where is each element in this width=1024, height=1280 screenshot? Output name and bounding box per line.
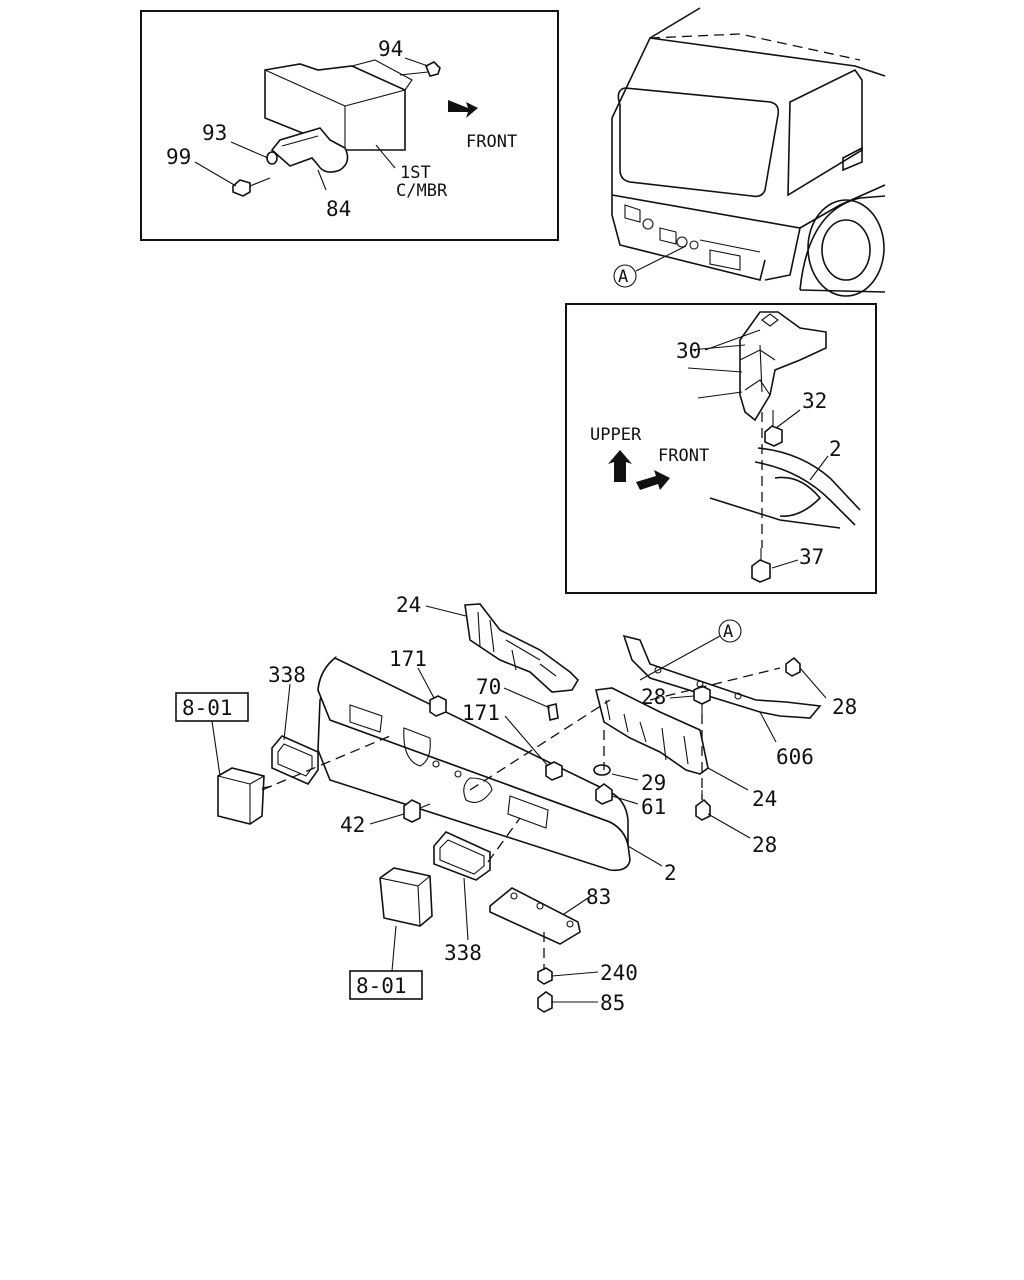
crossmember-1st <box>264 63 406 151</box>
detail-bracket-frame <box>565 303 877 594</box>
label-606: 606 <box>776 745 814 769</box>
label-c-mbr: C/MBR <box>396 181 448 201</box>
upper-arrow-icon <box>608 450 632 482</box>
ref-box-8-01-lower <box>349 970 423 1000</box>
nut-171-a <box>429 695 447 717</box>
washer-93 <box>266 151 278 165</box>
bolt-37 <box>751 559 771 583</box>
label-28-b: 28 <box>832 695 857 719</box>
cover-83 <box>489 887 581 945</box>
clip-70 <box>547 703 559 721</box>
label-338-upper: 338 <box>268 663 306 687</box>
ref-a-label-main: A <box>723 622 733 642</box>
label-24-right: 24 <box>752 787 777 811</box>
bumper-stay-24-left <box>464 603 580 693</box>
label-94: 94 <box>378 37 403 61</box>
label-upper: UPPER <box>590 425 642 445</box>
label-70: 70 <box>476 675 501 699</box>
label-30: 30 <box>676 339 701 363</box>
truck-front-view: A <box>611 7 886 297</box>
label-85: 85 <box>600 991 625 1015</box>
bolt-99 <box>232 179 251 197</box>
nut-171-b <box>545 761 563 781</box>
label-42: 42 <box>340 813 365 837</box>
front-arrow-icon-2 <box>636 470 670 490</box>
detail-tow-hook-frame <box>140 10 559 241</box>
label-2-detail: 2 <box>829 437 842 461</box>
label-83: 83 <box>586 885 611 909</box>
main-exploded-view: 8-01 8-01 A 24 171 338 70 171 28 28 <box>175 593 857 1015</box>
front-bumper-top <box>317 657 629 846</box>
bracket-30 <box>739 311 827 422</box>
lamp-8-01-lower <box>379 867 433 927</box>
bolt-28-b <box>785 656 801 677</box>
bumper-stay-24-right <box>595 687 709 775</box>
label-1st: 1ST <box>400 163 431 183</box>
bolt-28-a <box>693 685 711 705</box>
ref-box-8-01-upper <box>175 692 249 722</box>
label-29: 29 <box>641 771 666 795</box>
front-arrow-icon <box>448 100 478 118</box>
label-front-2: FRONT <box>658 446 709 466</box>
clip-240 <box>537 967 553 985</box>
ref-8-01-lower: 8-01 <box>356 974 407 998</box>
ref-a-circle-main <box>718 619 742 643</box>
label-37: 37 <box>799 545 824 569</box>
label-28-a: 28 <box>641 685 666 709</box>
bolt-61 <box>595 783 613 805</box>
label-28-c: 28 <box>752 833 777 857</box>
label-171-a: 171 <box>389 647 427 671</box>
label-171-b: 171 <box>462 701 500 725</box>
bezel-338-lower <box>433 831 491 881</box>
label-99: 99 <box>166 145 191 169</box>
label-240: 240 <box>600 961 638 985</box>
ref-a-label: A <box>618 267 628 287</box>
label-84: 84 <box>326 197 351 221</box>
label-24-left: 24 <box>396 593 421 617</box>
detail-tow-hook: 94 93 99 84 FRONT 1ST C/MBR <box>140 10 559 241</box>
tow-hook-84 <box>270 127 349 173</box>
ref-a-circle <box>613 264 637 288</box>
detail-bracket: 30 32 2 37 UPPER FRONT <box>565 303 877 594</box>
washer-29 <box>593 764 611 776</box>
label-93: 93 <box>202 121 227 145</box>
label-32: 32 <box>802 389 827 413</box>
bolt-85 <box>537 991 553 1013</box>
truck-windshield <box>617 87 780 198</box>
bolt-32 <box>764 425 783 447</box>
label-61: 61 <box>641 795 666 819</box>
lamp-8-01-left <box>217 767 265 825</box>
ref-8-01-upper: 8-01 <box>182 696 233 720</box>
label-front: FRONT <box>466 132 517 152</box>
nut-94 <box>424 61 441 77</box>
bolt-42 <box>403 799 421 823</box>
label-2-main: 2 <box>664 861 677 885</box>
truck-door-window <box>787 68 863 197</box>
bezel-338-left <box>271 735 319 785</box>
label-338-lower: 338 <box>444 941 482 965</box>
bolt-28-c <box>695 798 711 821</box>
